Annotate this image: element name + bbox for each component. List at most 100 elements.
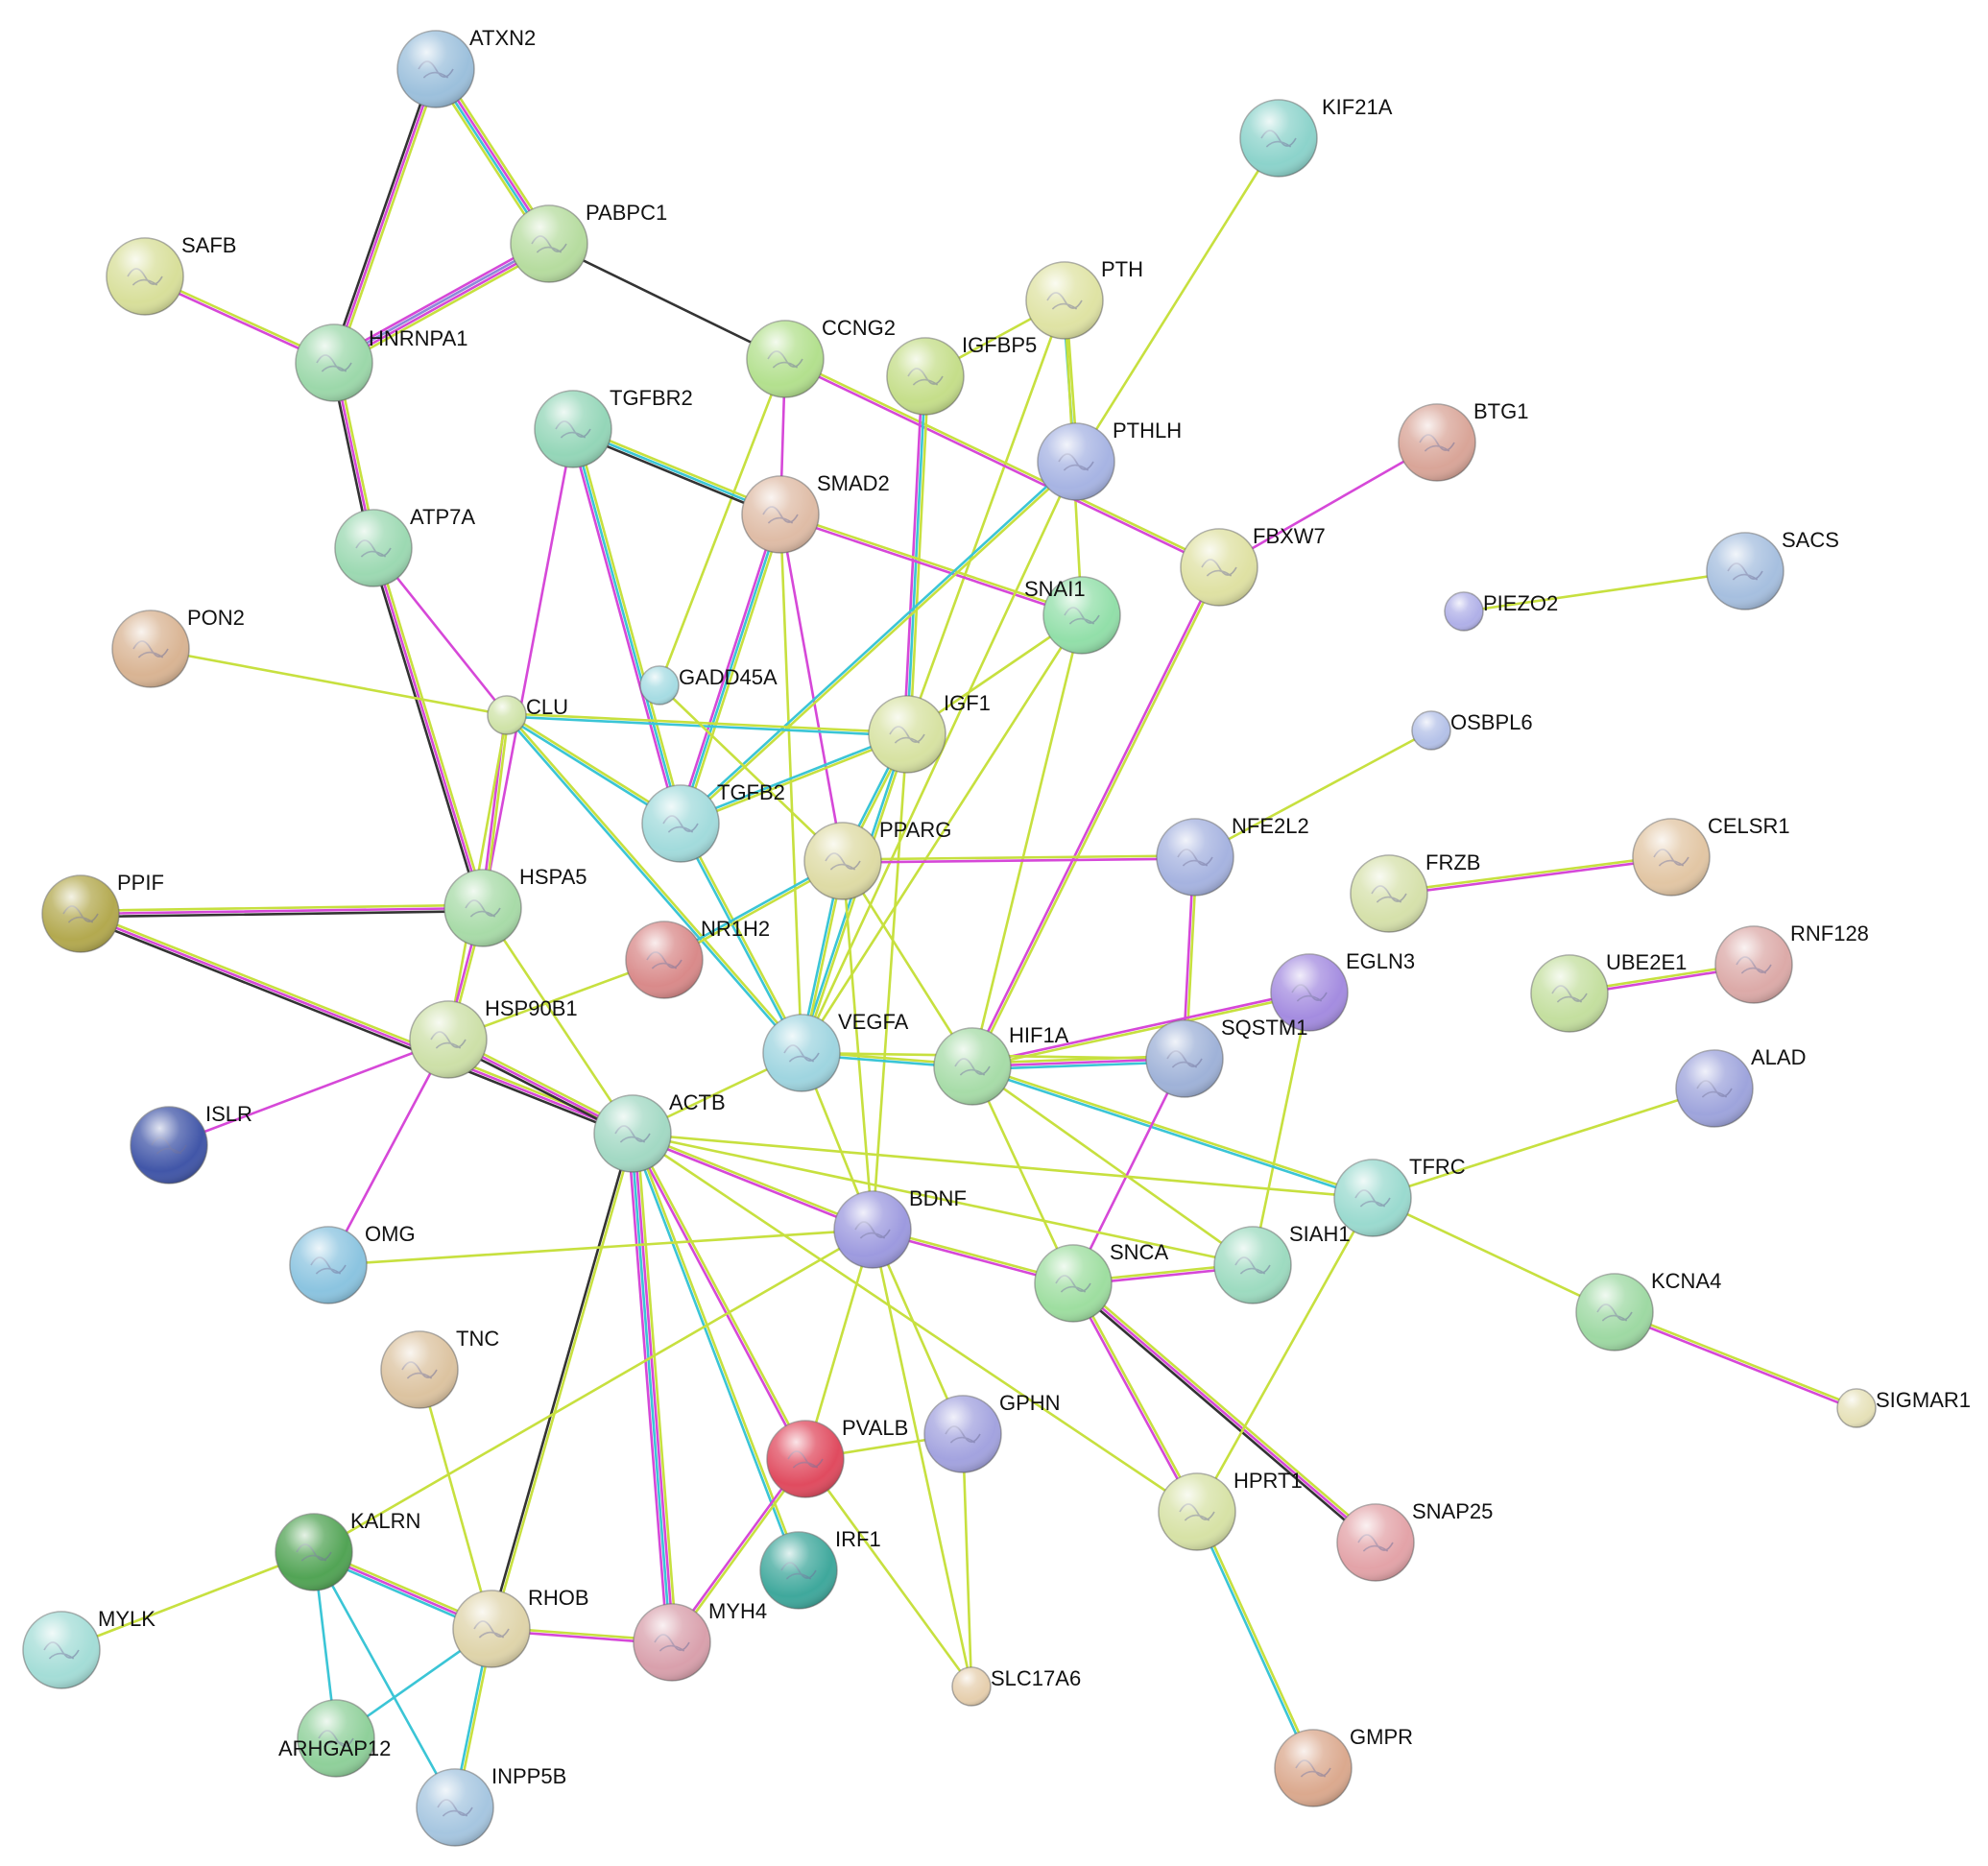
node-label: INPP5B <box>491 1764 566 1788</box>
node-tgfbr2[interactable]: TGFBR2 <box>534 386 693 468</box>
node-omg[interactable]: OMG <box>289 1222 416 1304</box>
node-btg1[interactable]: BTG1 <box>1398 399 1528 482</box>
node-kcna4[interactable]: KCNA4 <box>1575 1269 1721 1352</box>
edge-kif21a-pthlh <box>1074 136 1281 464</box>
node-sacs[interactable]: SACS <box>1706 528 1839 610</box>
node-pon2[interactable]: PON2 <box>111 606 245 688</box>
edge-strand-textmining <box>658 357 787 687</box>
node-vegfa[interactable]: VEGFA <box>762 1010 909 1092</box>
edge-strand-experimental <box>970 990 1310 1066</box>
node-snca[interactable]: SNCA <box>1034 1240 1168 1323</box>
node-sphere[interactable] <box>951 1666 992 1707</box>
edge-smad2-tgfb2 <box>676 512 785 826</box>
edge-actb-tfrc <box>631 1132 1375 1200</box>
node-pth[interactable]: PTH <box>1025 257 1143 340</box>
node-label: SMAD2 <box>817 471 890 495</box>
edge-strand-textmining <box>632 1131 874 1230</box>
edge-fbxw7-hif1a <box>970 564 1222 1069</box>
node-sigmar1[interactable]: SIGMAR1 <box>1836 1388 1971 1428</box>
edge-smad2-snai1 <box>778 512 1084 618</box>
edge-strand-textmining <box>800 613 1084 1055</box>
node-pabpc1[interactable]: PABPC1 <box>510 201 667 283</box>
node-sphere[interactable] <box>1444 591 1484 632</box>
node-hspa5[interactable]: HSPA5 <box>443 865 587 947</box>
node-actb[interactable]: ACTB <box>593 1090 726 1173</box>
edge-kalrn-inpp5b <box>312 1550 457 1809</box>
node-sphere[interactable] <box>1836 1388 1877 1428</box>
node-rhob[interactable]: RHOB <box>452 1586 589 1668</box>
edge-strand-textmining <box>1614 1309 1858 1408</box>
node-label: ALAD <box>1751 1045 1806 1069</box>
node-inpp5b[interactable]: INPP5B <box>416 1764 566 1847</box>
node-pthlh[interactable]: PTHLH <box>1037 419 1182 501</box>
node-smad2[interactable]: SMAD2 <box>741 471 890 554</box>
node-gphn[interactable]: GPHN <box>923 1391 1061 1473</box>
node-label: SNAI1 <box>1024 577 1086 601</box>
node-irf1[interactable]: IRF1 <box>759 1527 881 1610</box>
node-hnrnpa1[interactable]: HNRNPA1 <box>295 323 468 402</box>
node-celsr1[interactable]: CELSR1 <box>1632 814 1790 897</box>
edge-gphn-slc17a6 <box>961 1432 973 1688</box>
node-sphere[interactable] <box>487 695 527 735</box>
node-label: VEGFA <box>838 1010 909 1034</box>
node-myh4[interactable]: MYH4 <box>633 1599 767 1682</box>
node-label: NFE2L2 <box>1232 814 1309 838</box>
edge-pparg-nfe2l2 <box>841 854 1197 864</box>
edge-strand-textmining <box>1195 1196 1375 1514</box>
edge-strand-textmining <box>972 566 1222 1069</box>
node-snai1[interactable]: SNAI1 <box>1024 576 1121 655</box>
node-piezo2[interactable]: PIEZO2 <box>1444 591 1558 632</box>
edge-strand-experimental <box>481 427 575 910</box>
edge-strand-database <box>630 1132 672 1644</box>
node-fbxw7[interactable]: FBXW7 <box>1180 524 1326 607</box>
node-tnc[interactable]: TNC <box>380 1327 499 1409</box>
node-slc17a6[interactable]: SLC17A6 <box>951 1666 1081 1707</box>
node-rnf128[interactable]: RNF128 <box>1714 921 1869 1004</box>
edge-smad2-vegfa <box>778 513 803 1055</box>
edge-strand-textmining <box>680 461 1079 826</box>
node-gadd45a[interactable]: GADD45A <box>639 665 778 706</box>
edge-strand-textmining <box>506 712 804 1054</box>
node-sphere[interactable] <box>639 665 680 706</box>
node-nfe2l2[interactable]: NFE2L2 <box>1156 814 1309 897</box>
node-sqstm1[interactable]: SQSTM1 <box>1145 1016 1307 1098</box>
node-label: SLC17A6 <box>991 1666 1081 1690</box>
node-gmpr[interactable]: GMPR <box>1274 1725 1413 1807</box>
node-siah1[interactable]: SIAH1 <box>1213 1222 1351 1304</box>
node-hprt1[interactable]: HPRT1 <box>1158 1469 1303 1551</box>
node-bdnf[interactable]: BDNF <box>833 1186 967 1269</box>
node-clu[interactable]: CLU <box>487 695 568 735</box>
node-kalrn[interactable]: KALRN <box>275 1509 420 1591</box>
node-alad[interactable]: ALAD <box>1675 1045 1806 1128</box>
edge-ppif-actb <box>78 909 635 1138</box>
edge-pth-igf1 <box>905 299 1066 736</box>
edge-actb-myh4 <box>626 1132 679 1644</box>
edge-strand-textmining <box>60 1550 316 1652</box>
edge-pabpc1-ccng2 <box>547 242 787 361</box>
edge-strand-experimental <box>626 1133 669 1644</box>
edge-bdnf-slc17a6 <box>871 1228 973 1688</box>
node-igfbp5[interactable]: IGFBP5 <box>886 333 1037 416</box>
node-kif21a[interactable]: KIF21A <box>1239 95 1393 178</box>
node-atp7a[interactable]: ATP7A <box>334 505 475 587</box>
node-label: PIEZO2 <box>1483 591 1558 615</box>
node-ube2e1[interactable]: UBE2E1 <box>1530 950 1687 1033</box>
edge-alad-tfrc <box>1371 1087 1716 1200</box>
node-frzb[interactable]: FRZB <box>1350 850 1480 933</box>
edge-frzb-celsr1 <box>1387 854 1673 897</box>
node-tfrc[interactable]: TFRC <box>1333 1155 1466 1237</box>
node-snap25[interactable]: SNAP25 <box>1336 1499 1493 1582</box>
node-islr[interactable]: ISLR <box>130 1102 252 1184</box>
node-label: SAFB <box>181 233 236 257</box>
node-label: BDNF <box>909 1186 967 1210</box>
node-osbpl6[interactable]: OSBPL6 <box>1411 710 1533 751</box>
node-sphere[interactable] <box>1411 710 1451 751</box>
node-igf1[interactable]: IGF1 <box>868 691 991 774</box>
node-atxn2[interactable]: ATXN2 <box>396 26 536 108</box>
edge-strand-textmining <box>491 1133 635 1631</box>
node-ccng2[interactable]: CCNG2 <box>746 316 896 398</box>
edge-strand-textmining <box>326 1228 874 1267</box>
node-safb[interactable]: SAFB <box>106 233 236 316</box>
node-mylk[interactable]: MYLK <box>22 1607 156 1689</box>
node-pvalb[interactable]: PVALB <box>766 1416 908 1498</box>
